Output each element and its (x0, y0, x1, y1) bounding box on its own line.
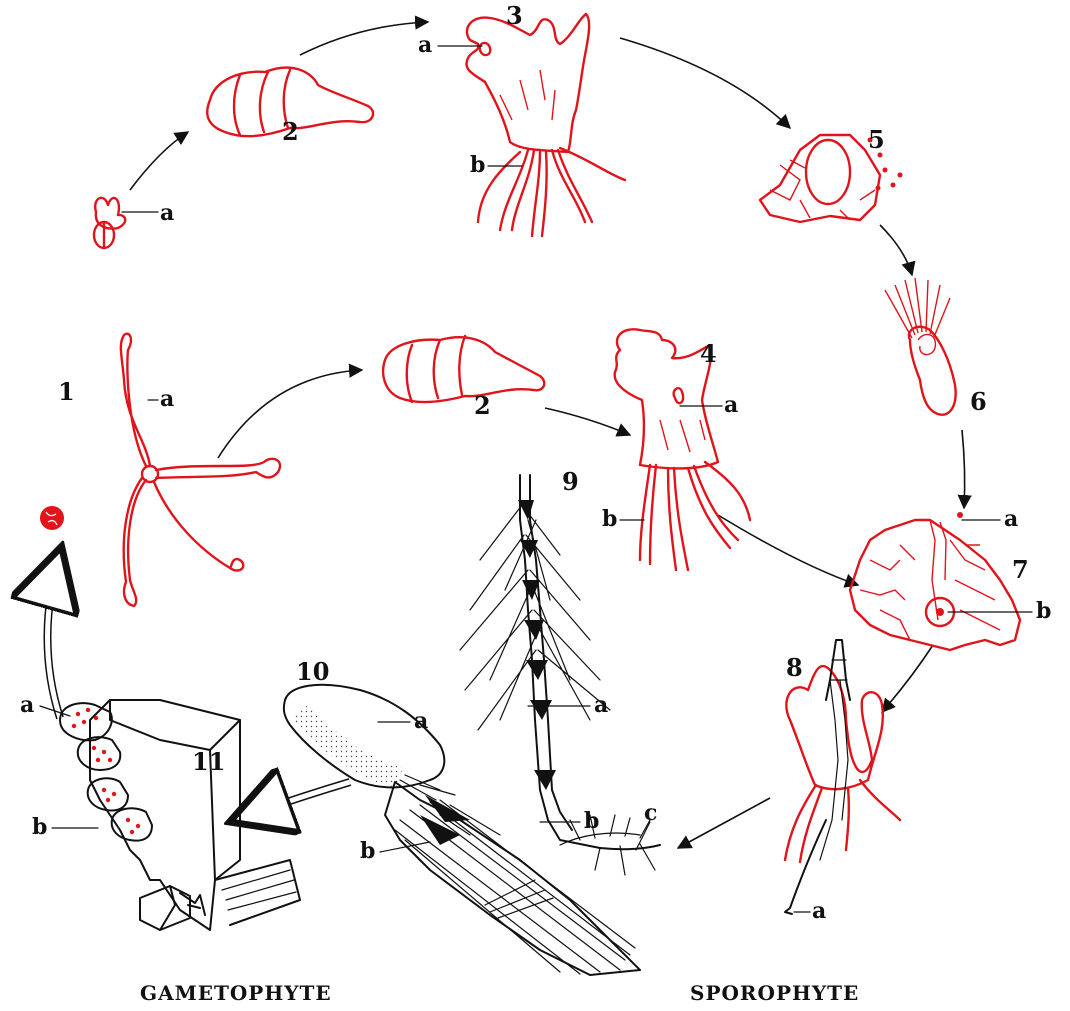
stage-number-5: 5 (868, 125, 885, 154)
stage-number-7: 7 (1012, 555, 1029, 584)
label-11-a: a (20, 692, 34, 718)
stage-number-1: 1 (58, 377, 75, 406)
label-10-b: b (360, 838, 375, 864)
label-9-a: a (594, 692, 608, 718)
stage-number-4: 4 (700, 339, 717, 368)
label-3-b: b (470, 152, 485, 178)
label-8-a: a (812, 898, 826, 924)
stage-6-sperm (885, 278, 956, 415)
stage-1-spore (40, 334, 280, 606)
stage-number-6: 6 (970, 387, 987, 416)
sporangiophore-a (60, 703, 112, 740)
stage-3-prothallus (466, 14, 625, 236)
gametophyte-label: GAMETOPHYTE (140, 981, 332, 1005)
label-10-a: a (414, 708, 428, 734)
stage-number-2-top: 2 (282, 117, 299, 146)
sporophyte-label: SPOROPHYTE (690, 981, 859, 1005)
stage-9-sporophyte (460, 475, 660, 875)
stage-number-2-middle: 2 (474, 391, 491, 420)
label-2top-a: a (160, 200, 174, 226)
sporangiophore-b (78, 737, 152, 840)
label-1-a: a (160, 386, 174, 412)
label-11-b: b (32, 814, 47, 840)
label-3-a: a (418, 32, 432, 58)
stage-11-strobilus-section (60, 700, 300, 930)
stage-number-9: 9 (562, 467, 579, 496)
leader-lines (40, 46, 1032, 912)
stage-number-11: 11 (192, 747, 225, 776)
label-4-a: a (724, 392, 738, 418)
label-4-b: b (602, 506, 617, 532)
label-7-a: a (1004, 506, 1018, 532)
label-7-b: b (1036, 598, 1051, 624)
label-9-b: b (584, 808, 599, 834)
stage-number-3: 3 (506, 1, 523, 30)
cycle-arrows (48, 22, 965, 848)
stage-2-middle-prothallus (383, 336, 544, 402)
stage-7-archegonium (850, 512, 1020, 650)
label-9-c: c (644, 800, 657, 826)
germinating-spore (94, 198, 125, 248)
stage-number-10: 10 (296, 657, 329, 686)
stage-number-8: 8 (786, 653, 803, 682)
stage-4-prothallus (615, 329, 750, 570)
